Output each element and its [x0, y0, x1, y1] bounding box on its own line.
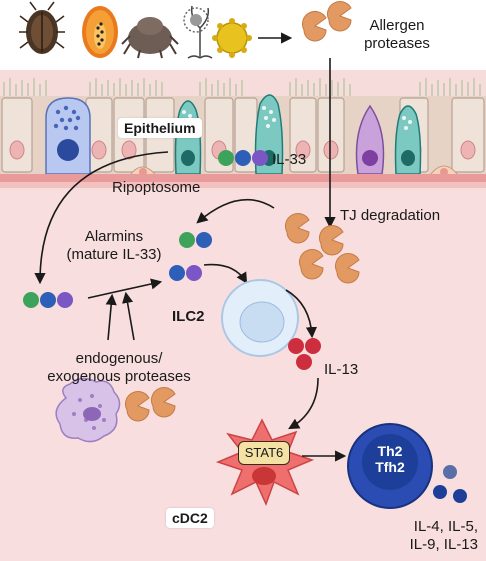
il33-trio-left: [23, 292, 73, 308]
cytokines-label: IL-4, IL-5, IL-9, IL-13: [409, 518, 478, 553]
stat6-label: STAT6: [238, 441, 290, 465]
mold-icon: [183, 5, 213, 59]
dust-mite-icon: [121, 17, 179, 59]
il33-label: IL-33: [272, 151, 307, 168]
protease-to-alarmin-arrow: [196, 198, 275, 224]
alarmins-label: Alarmins (mature IL-33): [66, 228, 162, 263]
allergen-proteases-label: Allergen proteases: [364, 17, 430, 52]
alarmin-green-blue: [179, 232, 212, 248]
cockroach-icon: [19, 1, 65, 54]
il13-molecules: [288, 338, 321, 370]
pollen-icon: [212, 18, 252, 58]
epithelium-label: Epithelium: [118, 118, 202, 138]
il13-label: IL-13: [324, 361, 359, 378]
il33-trio-epithelium: [218, 150, 268, 166]
protease-cluster-tissue: [284, 212, 360, 284]
protease-pair-mast: [124, 386, 176, 422]
il13-to-cdc2-arrow: [288, 377, 319, 430]
th2-cell: [347, 423, 433, 509]
endo-exo-proteases-label: endogenous/ exogenous proteases: [47, 350, 191, 385]
th2-tfh2-label: Th2 Tfh2: [355, 443, 425, 475]
protease-arrow-1: [105, 293, 117, 341]
cytokine-dots: [433, 465, 467, 503]
goblet-cell-blue: [45, 97, 91, 175]
ripoptosome-label: Ripoptosome: [112, 179, 201, 196]
cleavage-arrow: [87, 278, 163, 299]
ilc2-cell: [221, 279, 299, 357]
alarmin-blue-purple: [169, 265, 202, 281]
protease-pacman-icon: [301, 0, 352, 42]
papaya-icon: [82, 6, 118, 58]
mast-cell: [55, 377, 121, 443]
ilc2-label: ILC2: [172, 308, 205, 325]
il33-release-arrow: [34, 151, 169, 285]
cdc2-label: cDC2: [166, 508, 214, 528]
alarmin-to-ilc2-arrow: [203, 263, 248, 284]
ilc2-to-il13-arrow: [285, 289, 318, 339]
tj-degradation-label: TJ degradation: [340, 207, 441, 224]
tfh2-label: Tfh2: [375, 459, 405, 475]
protease-arrow-2: [122, 291, 135, 341]
goblet-cell-purple: [355, 104, 385, 175]
th2-label: Th2: [377, 443, 403, 459]
